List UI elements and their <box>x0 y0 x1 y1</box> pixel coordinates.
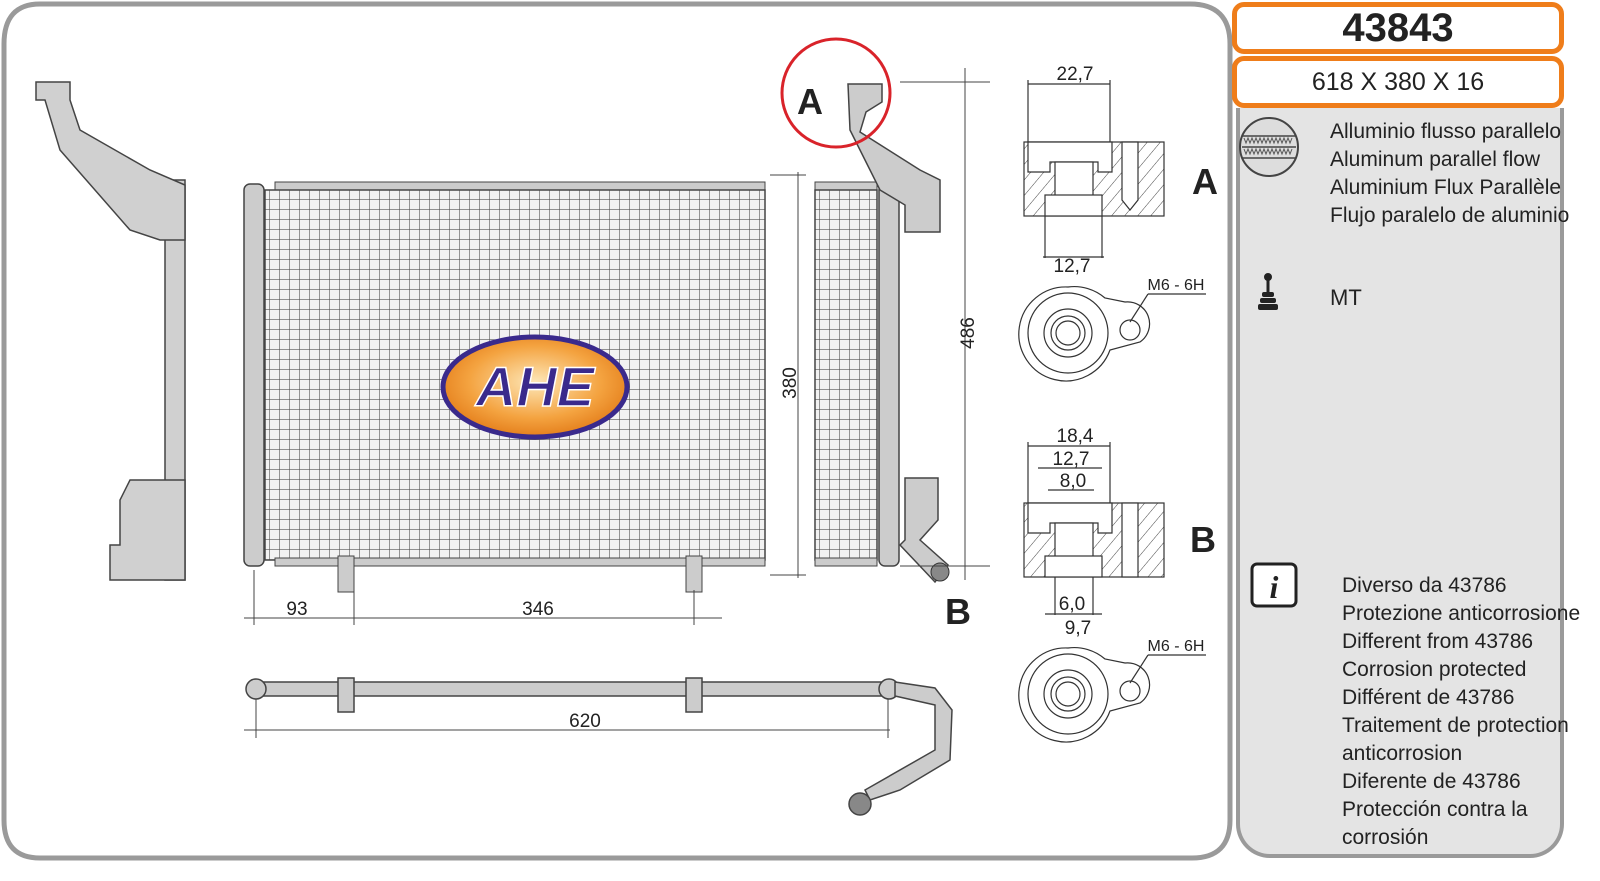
material-description: Alluminio flusso parallelo Aluminum para… <box>1330 118 1569 230</box>
note-line: anticorrosion <box>1342 742 1463 765</box>
section-a-bottom-dim: 12,7 <box>1054 256 1091 277</box>
condenser-front-view <box>243 83 950 593</box>
product-code: 43843 <box>1232 2 1564 54</box>
ahe-logo: AHE <box>440 334 630 440</box>
dimension-lines <box>244 68 990 738</box>
note-line: Corrosion protected <box>1342 658 1527 681</box>
note-line: Différent de 43786 <box>1342 686 1515 709</box>
section-a-thread: M6 - 6H <box>1148 277 1205 294</box>
info-icon: i <box>1250 562 1298 608</box>
material-line: Flujo paralelo de aluminio <box>1330 204 1570 227</box>
dim-height-core: 380 <box>780 367 801 399</box>
dim-total-width: 620 <box>569 711 601 732</box>
dim-bracket-spacing: 346 <box>522 599 554 620</box>
svg-text:i: i <box>1270 569 1279 605</box>
note-line: corrosión <box>1342 826 1429 849</box>
note-line: Traitement de protection <box>1342 714 1569 737</box>
section-b-dim-1: 18,4 <box>1057 426 1094 447</box>
note-line: Diferente de 43786 <box>1342 770 1521 793</box>
side-view-left <box>35 81 186 581</box>
callout-b-label: B <box>945 591 971 632</box>
manual-gearstick-icon <box>1258 273 1278 310</box>
note-line: Protección contra la <box>1342 798 1528 821</box>
note-line: Diverso da 43786 <box>1342 574 1507 597</box>
transmission-type: MT <box>1330 285 1362 310</box>
section-b-label: B <box>1190 519 1216 560</box>
callout-a-label: A <box>797 81 823 122</box>
product-dimensions: 618 X 380 X 16 <box>1232 56 1564 108</box>
note-line: Protezione anticorrosione <box>1342 602 1581 625</box>
dim-height-total: 486 <box>958 317 979 349</box>
parallel-flow-core-icon <box>1239 117 1299 177</box>
condenser-top-view <box>245 677 953 816</box>
material-line: Aluminum parallel flow <box>1330 148 1541 171</box>
section-b-bottom-dim-2: 9,7 <box>1065 618 1091 639</box>
section-a-top-dim: 22,7 <box>1057 64 1094 85</box>
section-b-drawing <box>1018 442 1206 743</box>
section-b-thread: M6 - 6H <box>1148 638 1205 655</box>
material-line: Alluminio flusso parallelo <box>1330 120 1562 143</box>
dim-left-offset: 93 <box>286 599 307 620</box>
svg-text:AHE: AHE <box>474 355 596 418</box>
drawing-frame <box>1 1 1233 861</box>
product-notes: Diverso da 43786 Protezione anticorrosio… <box>1342 572 1580 852</box>
callout-a-circle <box>780 37 892 149</box>
section-b-dim-3: 8,0 <box>1060 471 1086 492</box>
info-panel <box>1236 108 1564 858</box>
section-a-drawing <box>1018 80 1206 382</box>
section-b-dim-2: 12,7 <box>1053 449 1090 470</box>
section-a-label: A <box>1192 161 1218 202</box>
material-line: Aluminium Flux Parallèle <box>1330 176 1562 199</box>
section-b-bottom-dim-1: 6,0 <box>1059 594 1085 615</box>
note-line: Different from 43786 <box>1342 630 1534 653</box>
